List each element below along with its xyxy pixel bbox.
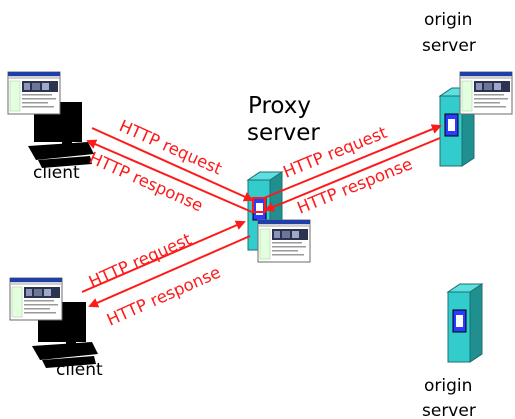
origin-server-bottom	[447, 283, 483, 363]
web-page-screenshot-icon	[9, 277, 63, 321]
proxy-cache-marker	[252, 197, 266, 213]
proxy-label-line2: server	[247, 120, 320, 146]
client-top-label: client	[33, 163, 80, 183]
client-computer-top	[7, 71, 94, 168]
origin-top-label-line1: origin	[424, 10, 472, 30]
proxy-label-line1: Proxy	[248, 93, 311, 119]
arrow-origin-request	[263, 124, 442, 199]
arrow-client1-request	[91, 127, 254, 202]
arrow-origin-response	[264, 137, 441, 212]
origin-bottom-label-line2: server	[422, 401, 476, 419]
web-page-screenshot-icon	[257, 219, 311, 263]
origin-bottom-label-line1: origin	[424, 376, 472, 396]
web-page-screenshot-icon	[7, 71, 61, 115]
origin-top-label-line2: server	[422, 36, 476, 56]
arrow-client2-response	[88, 235, 251, 308]
web-page-screenshot-icon	[459, 71, 513, 115]
arrow-client2-request	[81, 220, 246, 293]
arrow-client1-response	[86, 139, 253, 213]
client-bottom-label: client	[56, 360, 103, 380]
server-tower-icon	[447, 283, 483, 363]
origin-server-top	[439, 71, 513, 167]
